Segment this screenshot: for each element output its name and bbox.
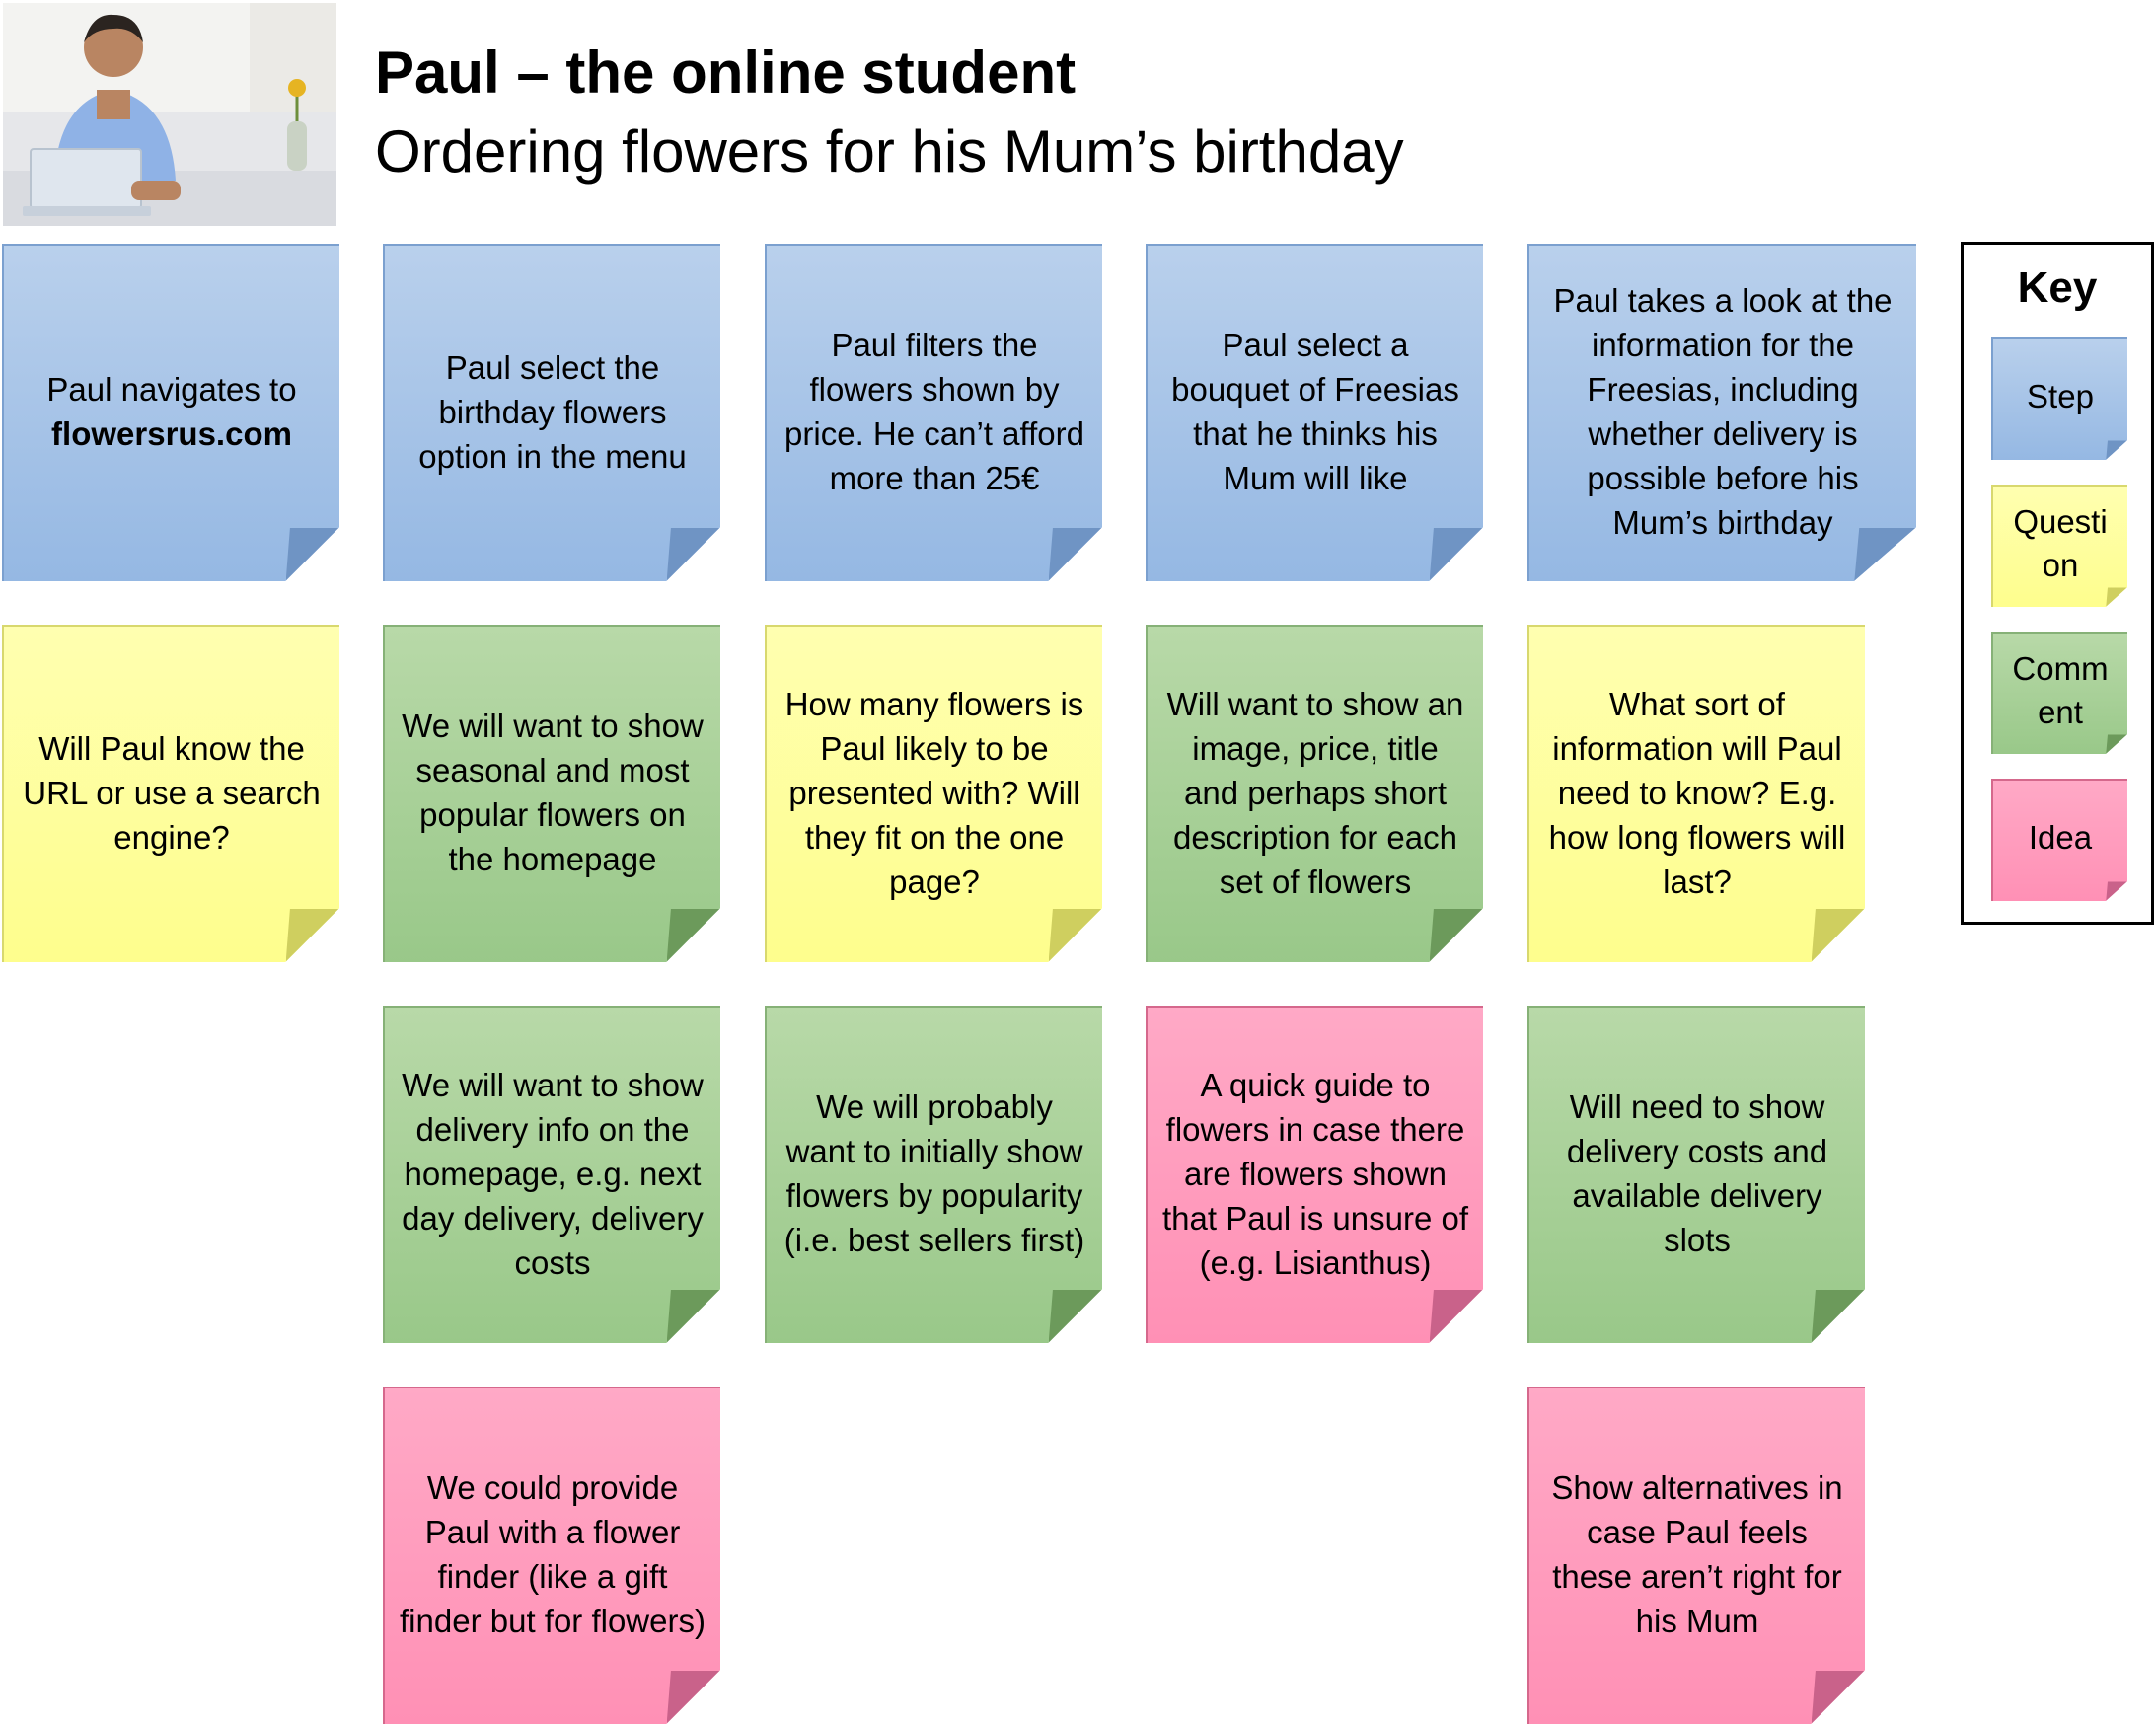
page-title: Paul – the online student [375,39,1077,106]
note-text: Paul navigates to [46,371,297,408]
step-note: Paul filters the flowers shown by price.… [765,244,1102,581]
note-text: Paul select a bouquet of Freesias that h… [1171,327,1459,496]
idea-note: A quick guide to flowers in case there a… [1146,1006,1483,1343]
key-idea-label: Idea [2028,819,2093,856]
idea-note: Show alternatives in case Paul feels the… [1527,1387,1865,1724]
step-note: Paul takes a look at the information for… [1527,244,1916,581]
key-comment-label: Comm ent [2012,650,2109,730]
note-text: Show alternatives in case Paul feels the… [1551,1469,1843,1639]
comment-note: We will want to show seasonal and most p… [383,625,720,962]
note-text: Will need to show delivery costs and ava… [1566,1088,1828,1258]
note-text: Paul select the birthday flowers option … [418,348,687,475]
step-note: Paul navigates to flowersrus.com [2,244,339,581]
key-step-swatch: Step [1991,337,2127,460]
note-text: Paul takes a look at the information for… [1553,282,1893,541]
note-text: We will probably want to initially show … [783,1088,1085,1258]
note-text: How many flowers is Paul likely to be pr… [784,685,1084,900]
idea-note: We could provide Paul with a flower find… [383,1387,720,1724]
note-text: What sort of information will Paul need … [1548,685,1846,900]
persona-photo [3,3,336,226]
comment-note: We will want to show delivery info on th… [383,1006,720,1343]
key-comment-swatch: Comm ent [1991,632,2127,754]
note-text: Will Paul know the URL or use a search e… [23,729,321,856]
question-note: How many flowers is Paul likely to be pr… [765,625,1102,962]
comment-note: Will need to show delivery costs and ava… [1527,1006,1865,1343]
note-text: We could provide Paul with a flower find… [400,1469,706,1639]
website-name: flowersrus.com [51,415,292,452]
comment-note: Will want to show an image, price, title… [1146,625,1483,962]
note-text: Will want to show an image, price, title… [1166,685,1464,900]
question-note: Will Paul know the URL or use a search e… [2,625,339,962]
question-note: What sort of information will Paul need … [1527,625,1865,962]
key-question-label: Questi on [2013,503,2108,583]
key-question-swatch: Questi on [1991,485,2127,607]
key-title: Key [2017,263,2098,312]
key-idea-swatch: Idea [1991,779,2127,901]
note-text: A quick guide to flowers in case there a… [1161,1066,1469,1281]
key-legend: Key Step Questi on Comm ent Idea [1961,242,2154,925]
step-note: Paul select the birthday flowers option … [383,244,720,581]
note-text: Paul filters the flowers shown by price.… [784,327,1084,496]
comment-note: We will probably want to initially show … [765,1006,1102,1343]
step-note: Paul select a bouquet of Freesias that h… [1146,244,1483,581]
note-text: We will want to show delivery info on th… [402,1066,704,1281]
note-text: We will want to show seasonal and most p… [402,708,704,877]
page-subtitle: Ordering flowers for his Mum’s birthday [375,118,1404,185]
key-step-label: Step [2027,378,2094,414]
